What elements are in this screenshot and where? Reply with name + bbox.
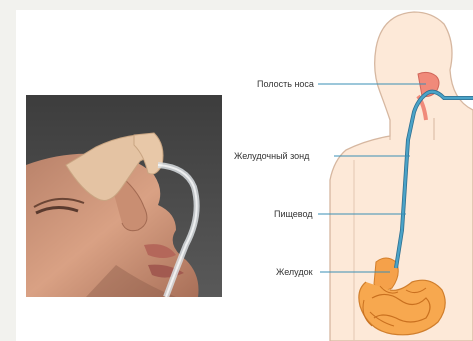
label-stomach: Желудок xyxy=(276,267,313,277)
label-gastric-tube: Желудочный зонд xyxy=(234,151,309,161)
label-esophagus: Пищевод xyxy=(274,209,313,219)
label-nasal-cavity: Полость носа xyxy=(257,79,314,89)
patient-photo xyxy=(26,95,222,297)
anatomy-diagram: Полость носа Желудочный зонд Пищевод Жел… xyxy=(230,0,473,341)
